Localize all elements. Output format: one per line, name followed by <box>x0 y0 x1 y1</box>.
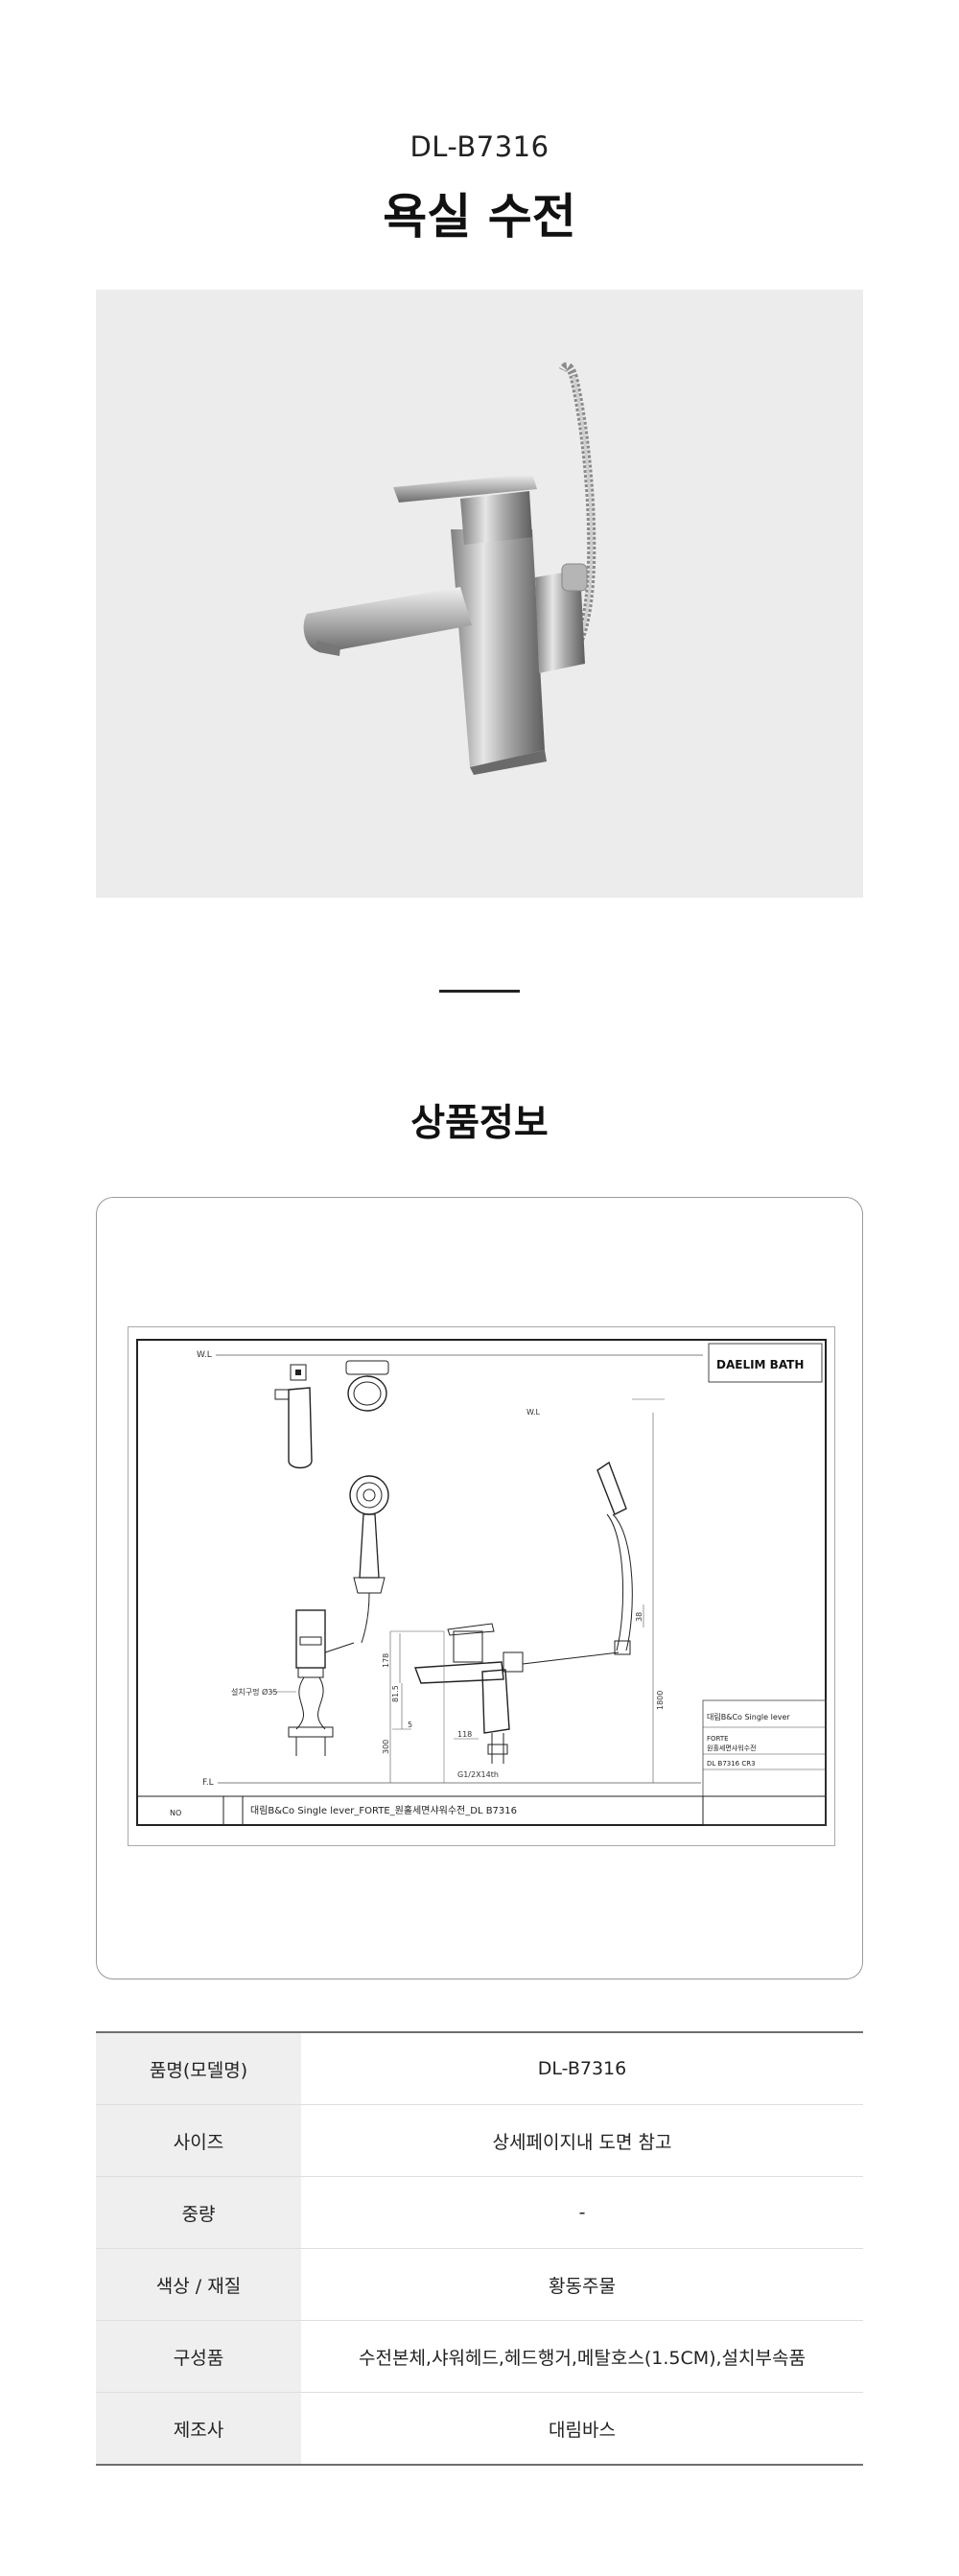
spec-row: 제조사 대림바스 <box>96 2392 863 2465</box>
spec-row: 중량 - <box>96 2176 863 2249</box>
spec-value: 황동주물 <box>301 2248 863 2321</box>
titleblock-name: FORTE <box>707 1735 729 1743</box>
titleblock-project: 대림B&Co Single lever <box>707 1712 790 1721</box>
label-wl-2: W.L <box>526 1408 541 1417</box>
faucet-illustration <box>303 362 596 775</box>
spec-label: 색상 / 재질 <box>96 2248 301 2321</box>
spec-row: 색상 / 재질 황동주물 <box>96 2248 863 2321</box>
spec-label: 품명(모델명) <box>96 2032 301 2105</box>
page-title: 욕실 수전 <box>383 189 576 245</box>
titleblock-desc: 원홀세면샤워수전 <box>707 1744 757 1752</box>
label-hole: 설치구멍 Ø35 <box>231 1687 277 1697</box>
spec-label: 구성품 <box>96 2320 301 2393</box>
dim-178: 178 <box>382 1653 390 1668</box>
spec-value: DL-B7316 <box>301 2032 863 2105</box>
spec-value: 대림바스 <box>301 2392 863 2465</box>
spec-row: 품명(모델명) DL-B7316 <box>96 2032 863 2105</box>
titleblock-code: DL B7316 CR3 <box>707 1760 756 1768</box>
spec-table: 품명(모델명) DL-B7316 사이즈 상세페이지내 도면 참고 중량 - 색… <box>96 2031 863 2466</box>
drawing-logo: DAELIM BATH <box>716 1358 804 1371</box>
section-title: 상품정보 <box>410 1102 549 1145</box>
model-code: DL-B7316 <box>409 130 550 163</box>
product-image <box>96 290 863 898</box>
spec-value: 수전본체,샤워헤드,헤드행거,메탈호스(1.5CM),설치부속품 <box>301 2320 863 2393</box>
technical-drawing: DAELIM BATH W.L F.L 설치구멍 Ø35 <box>128 1326 835 1846</box>
label-fl: F.L <box>202 1778 214 1788</box>
dim-300: 300 <box>382 1740 390 1754</box>
dim-1800: 1800 <box>656 1691 665 1710</box>
label-thread: G1/2X14th <box>457 1770 499 1779</box>
footer-no: NO <box>170 1809 181 1817</box>
dim-5: 5 <box>408 1721 412 1729</box>
spec-label: 사이즈 <box>96 2104 301 2177</box>
spec-value: - <box>301 2176 863 2249</box>
spec-value: 상세페이지내 도면 참고 <box>301 2104 863 2177</box>
spec-row: 사이즈 상세페이지내 도면 참고 <box>96 2104 863 2177</box>
section-divider <box>439 990 520 993</box>
spec-label: 중량 <box>96 2176 301 2249</box>
label-wl: W.L <box>197 1350 212 1360</box>
spec-row: 구성품 수전본체,샤워헤드,헤드행거,메탈호스(1.5CM),설치부속품 <box>96 2320 863 2393</box>
spec-label: 제조사 <box>96 2392 301 2465</box>
footer-title: 대림B&Co Single lever_FORTE_원홀세면샤워수전_DL B7… <box>250 1804 517 1816</box>
dim-118: 118 <box>457 1730 472 1739</box>
technical-drawing-card: DAELIM BATH W.L F.L 설치구멍 Ø35 <box>96 1197 863 1979</box>
dim-38: 38 <box>635 1612 643 1622</box>
dim-815: 81.5 <box>391 1685 400 1702</box>
